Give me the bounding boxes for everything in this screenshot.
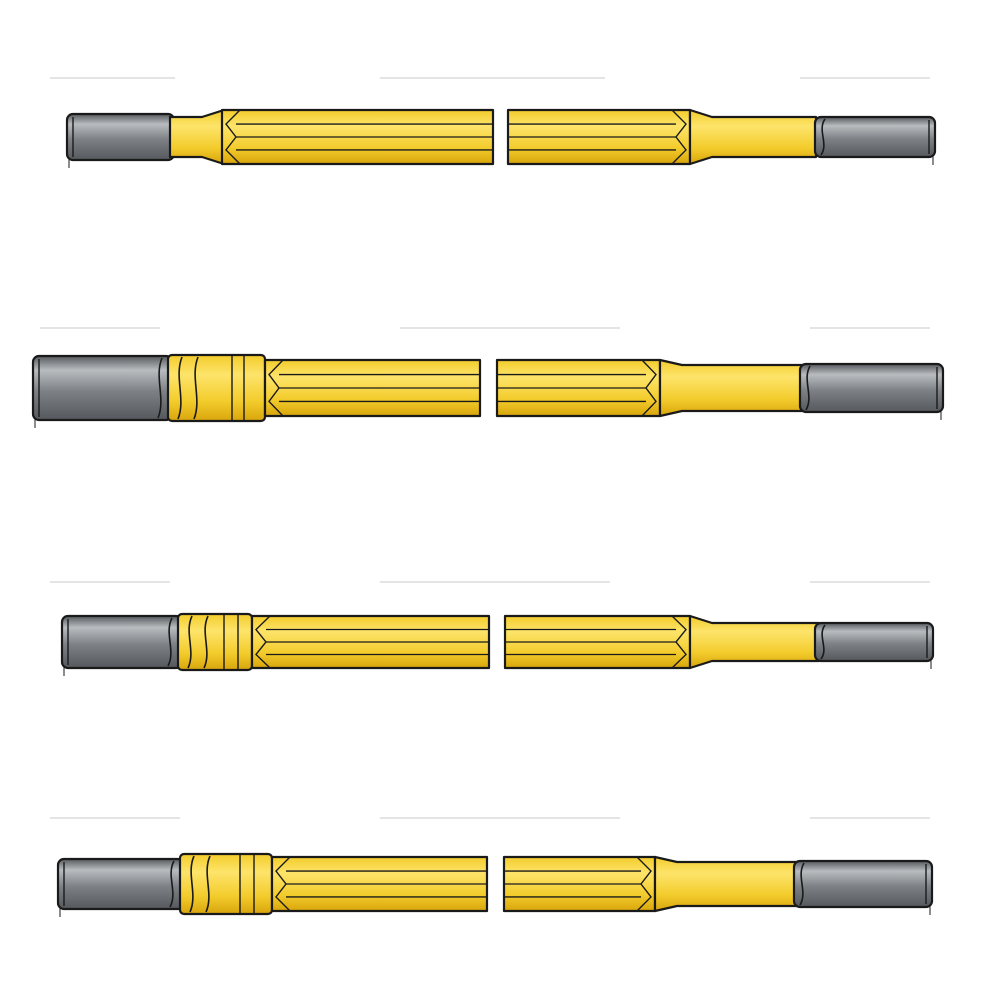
left-thread-mark [167, 617, 173, 667]
right-neck [688, 108, 818, 166]
collar-thread-mark-1 [189, 855, 195, 913]
left-thread-end [56, 857, 186, 911]
left-neck [168, 108, 226, 166]
right-neck [688, 614, 821, 670]
left-thread-end [60, 614, 184, 670]
collar-thread-mark-1 [177, 356, 183, 420]
right-thread-mark [799, 862, 805, 906]
faint-guide-lines [40, 77, 930, 819]
left-thread-end [31, 354, 174, 422]
collar-thread-mark-2 [203, 615, 209, 669]
left-thread-mark [157, 357, 163, 419]
rod-body-right-chevron-right [671, 615, 687, 669]
right-thread-end [813, 621, 935, 663]
rod-body-left-chevron-left [268, 359, 284, 417]
left-thread-end [65, 112, 176, 162]
collar-ridge [223, 613, 239, 671]
drill-rod-4 [56, 852, 934, 917]
right-thread-end [792, 859, 934, 909]
drill-rod-1 [65, 108, 937, 168]
rod-body-right-chevron-right [641, 359, 657, 417]
collar-ridge [231, 354, 245, 422]
right-neck [653, 855, 802, 913]
right-thread-end [813, 115, 937, 159]
right-thread-mark [820, 118, 826, 156]
rod-body-left-chevron-left [255, 615, 271, 669]
left-thread-mark [169, 860, 175, 908]
collar-thread-mark-1 [187, 615, 193, 669]
shank-collar [178, 852, 274, 916]
collar-thread-mark-2 [205, 855, 211, 913]
drill-rod-3 [60, 612, 935, 676]
right-thread-mark [820, 624, 826, 660]
rod-body-left-chevron-left [225, 109, 241, 165]
drill-rod-2 [31, 353, 945, 428]
rod-body-right-chevron-right [671, 109, 687, 165]
shank-collar [166, 353, 267, 423]
rod-body-right-chevron-right [636, 856, 652, 912]
right-neck [658, 358, 808, 418]
right-thread-mark [805, 365, 811, 411]
right-thread-end [798, 362, 945, 414]
collar-thread-mark-2 [193, 356, 199, 420]
collar-ridge [239, 853, 255, 915]
rod-body-left-chevron-left [275, 856, 291, 912]
